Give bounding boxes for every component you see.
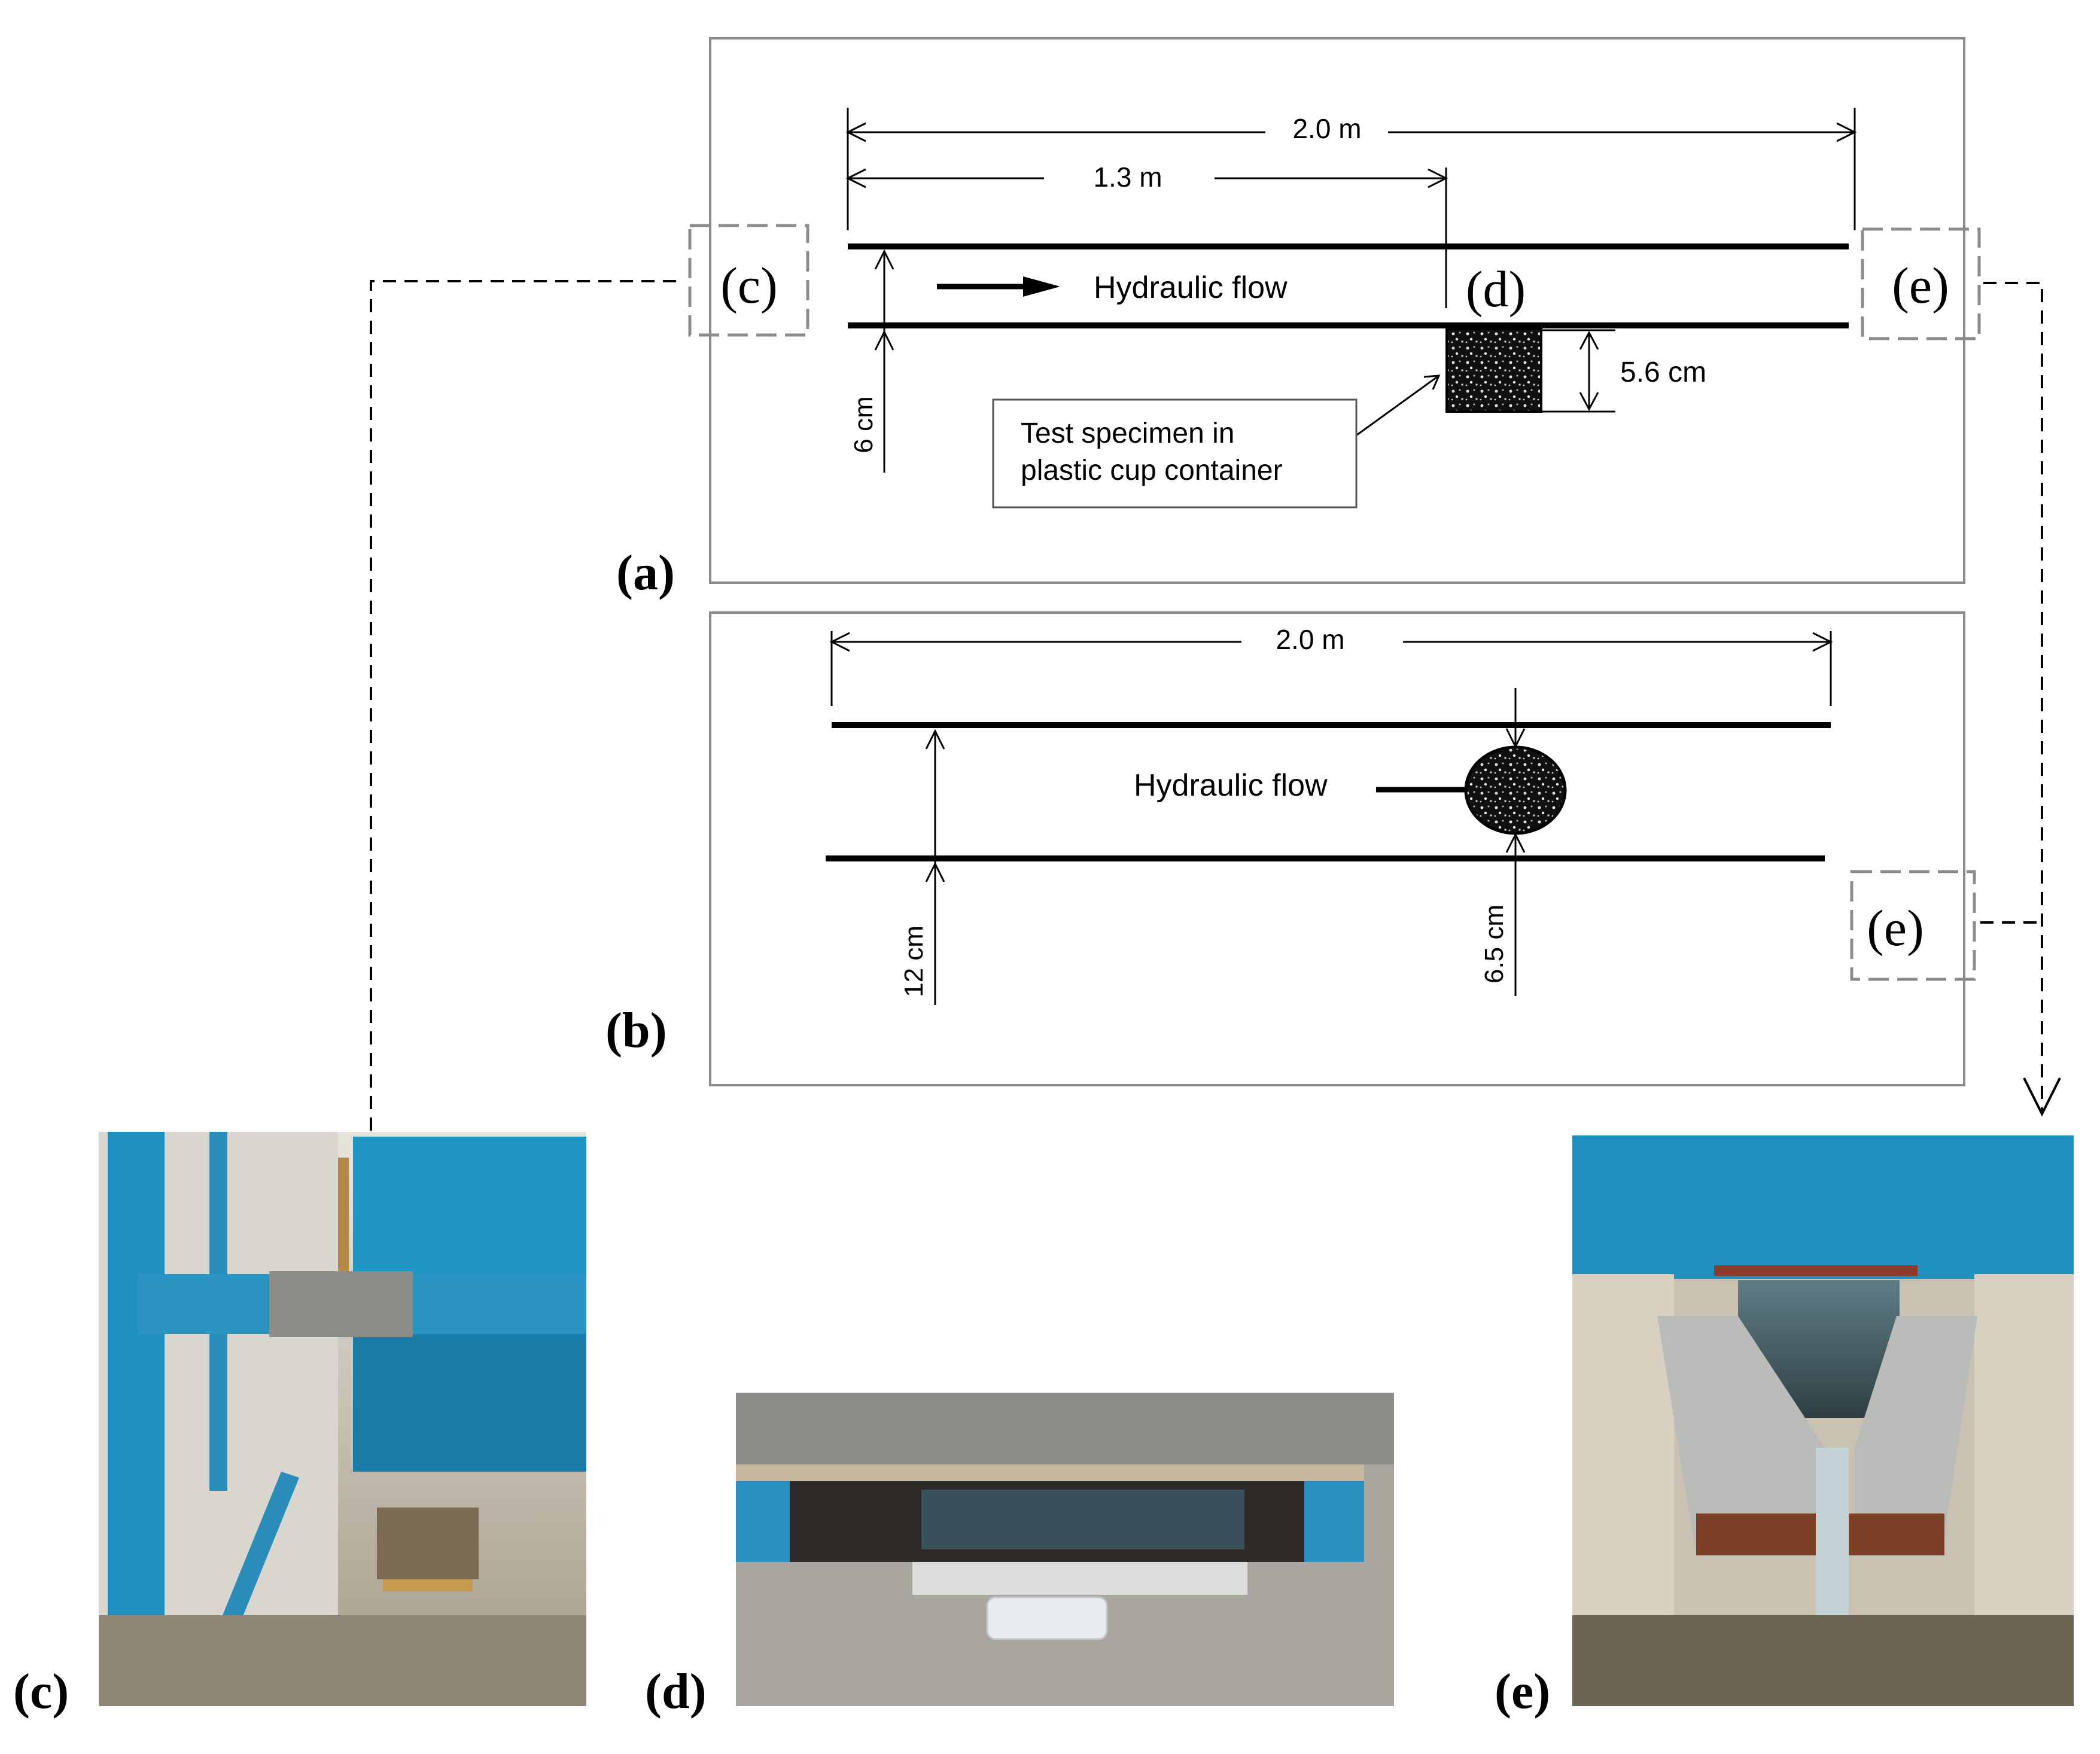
photo-c-tank-shade — [353, 1316, 586, 1472]
panel-a-label: (a) — [616, 545, 675, 601]
dim-partial-label: 1.3 m — [1093, 162, 1162, 193]
panel-b-label: (b) — [605, 1003, 667, 1058]
photo-e — [1572, 1135, 2074, 1706]
dimension-total-length-a — [845, 108, 1857, 230]
marker-d-label: (d) — [1466, 260, 1526, 318]
panel-b: 2.0 m 12 cm 6.5 cm Hydraulic flow (e) (b… — [605, 611, 1976, 1086]
photo-e-label: (e) — [1495, 1664, 1550, 1719]
photo-c-floor — [99, 1615, 586, 1706]
panel-a-frame — [709, 37, 1965, 584]
marker-e-label-b: (e) — [1867, 899, 1924, 957]
photo-d-cup — [986, 1596, 1108, 1640]
marker-e-box-a — [1861, 227, 1981, 340]
photo-e-tank — [1572, 1135, 2074, 1279]
specimen-height-label: 5.6 cm — [1620, 357, 1706, 388]
photo-d — [736, 1393, 1394, 1706]
photo-e-weir-left — [1657, 1316, 1825, 1555]
specimen-disc-b — [1464, 745, 1567, 835]
panel-a: 2.0 m 1.3 m Hydraulic flow 6 cm — [616, 37, 1981, 601]
marker-c-label: (c) — [720, 257, 777, 314]
dim-total-label-b: 2.0 m — [1276, 624, 1344, 655]
photo-e-red-bar — [1714, 1265, 1918, 1276]
callout-line-1: Test specimen in — [1021, 418, 1235, 449]
photo-c — [99, 1132, 586, 1706]
photo-c-rack — [377, 1508, 479, 1579]
photo-c-vertical-pipe — [108, 1132, 165, 1706]
flow-label-b: Hydraulic flow — [1134, 768, 1328, 803]
photo-d-window — [921, 1490, 1244, 1549]
width-label-b: 12 cm — [899, 925, 929, 997]
connector-c — [370, 280, 676, 1267]
specimen-callout — [992, 374, 1441, 508]
flow-label-a: Hydraulic flow — [1094, 270, 1288, 305]
marker-e-box-b — [1850, 870, 1976, 981]
photo-c-label: (c) — [13, 1664, 69, 1719]
connector-e-arrowhead — [2023, 1077, 2061, 1117]
marker-e-label-a: (e) — [1892, 257, 1949, 314]
flow-arrow-a — [937, 276, 1060, 297]
photo-d-channel-right — [1304, 1481, 1364, 1562]
dimension-height-a — [874, 249, 894, 473]
photo-d-tape — [912, 1562, 1247, 1595]
dimension-specimen-height — [1541, 329, 1615, 413]
photo-c-stand — [383, 1579, 473, 1591]
photo-d-wall — [736, 1393, 1394, 1464]
photo-e-floor-water — [1572, 1615, 2074, 1706]
photo-c-steel-coupling — [269, 1271, 413, 1337]
photo-d-channel-top — [736, 1464, 1364, 1481]
photo-e-weir-right — [1855, 1316, 1977, 1555]
photo-c-brass-valve — [338, 1158, 349, 1271]
callout-line-2: plastic cup container — [1021, 455, 1283, 486]
specimen-block-a — [1445, 328, 1542, 413]
panel-b-frame — [709, 611, 1965, 1086]
photo-d-label: (d) — [645, 1664, 707, 1719]
height-label-a: 6 cm — [849, 396, 878, 453]
dimension-specimen-b — [1505, 688, 1526, 996]
dimension-width-b — [925, 729, 945, 1005]
marker-c-box — [688, 224, 809, 337]
connector-e — [1980, 282, 2043, 1114]
dimension-total-length-b — [829, 631, 1833, 706]
photo-d-channel-left — [736, 1481, 790, 1562]
dimension-partial-length — [845, 168, 1448, 308]
specimen-label-b: 6.5 cm — [1480, 905, 1509, 983]
dim-total-label-a: 2.0 m — [1292, 113, 1361, 144]
